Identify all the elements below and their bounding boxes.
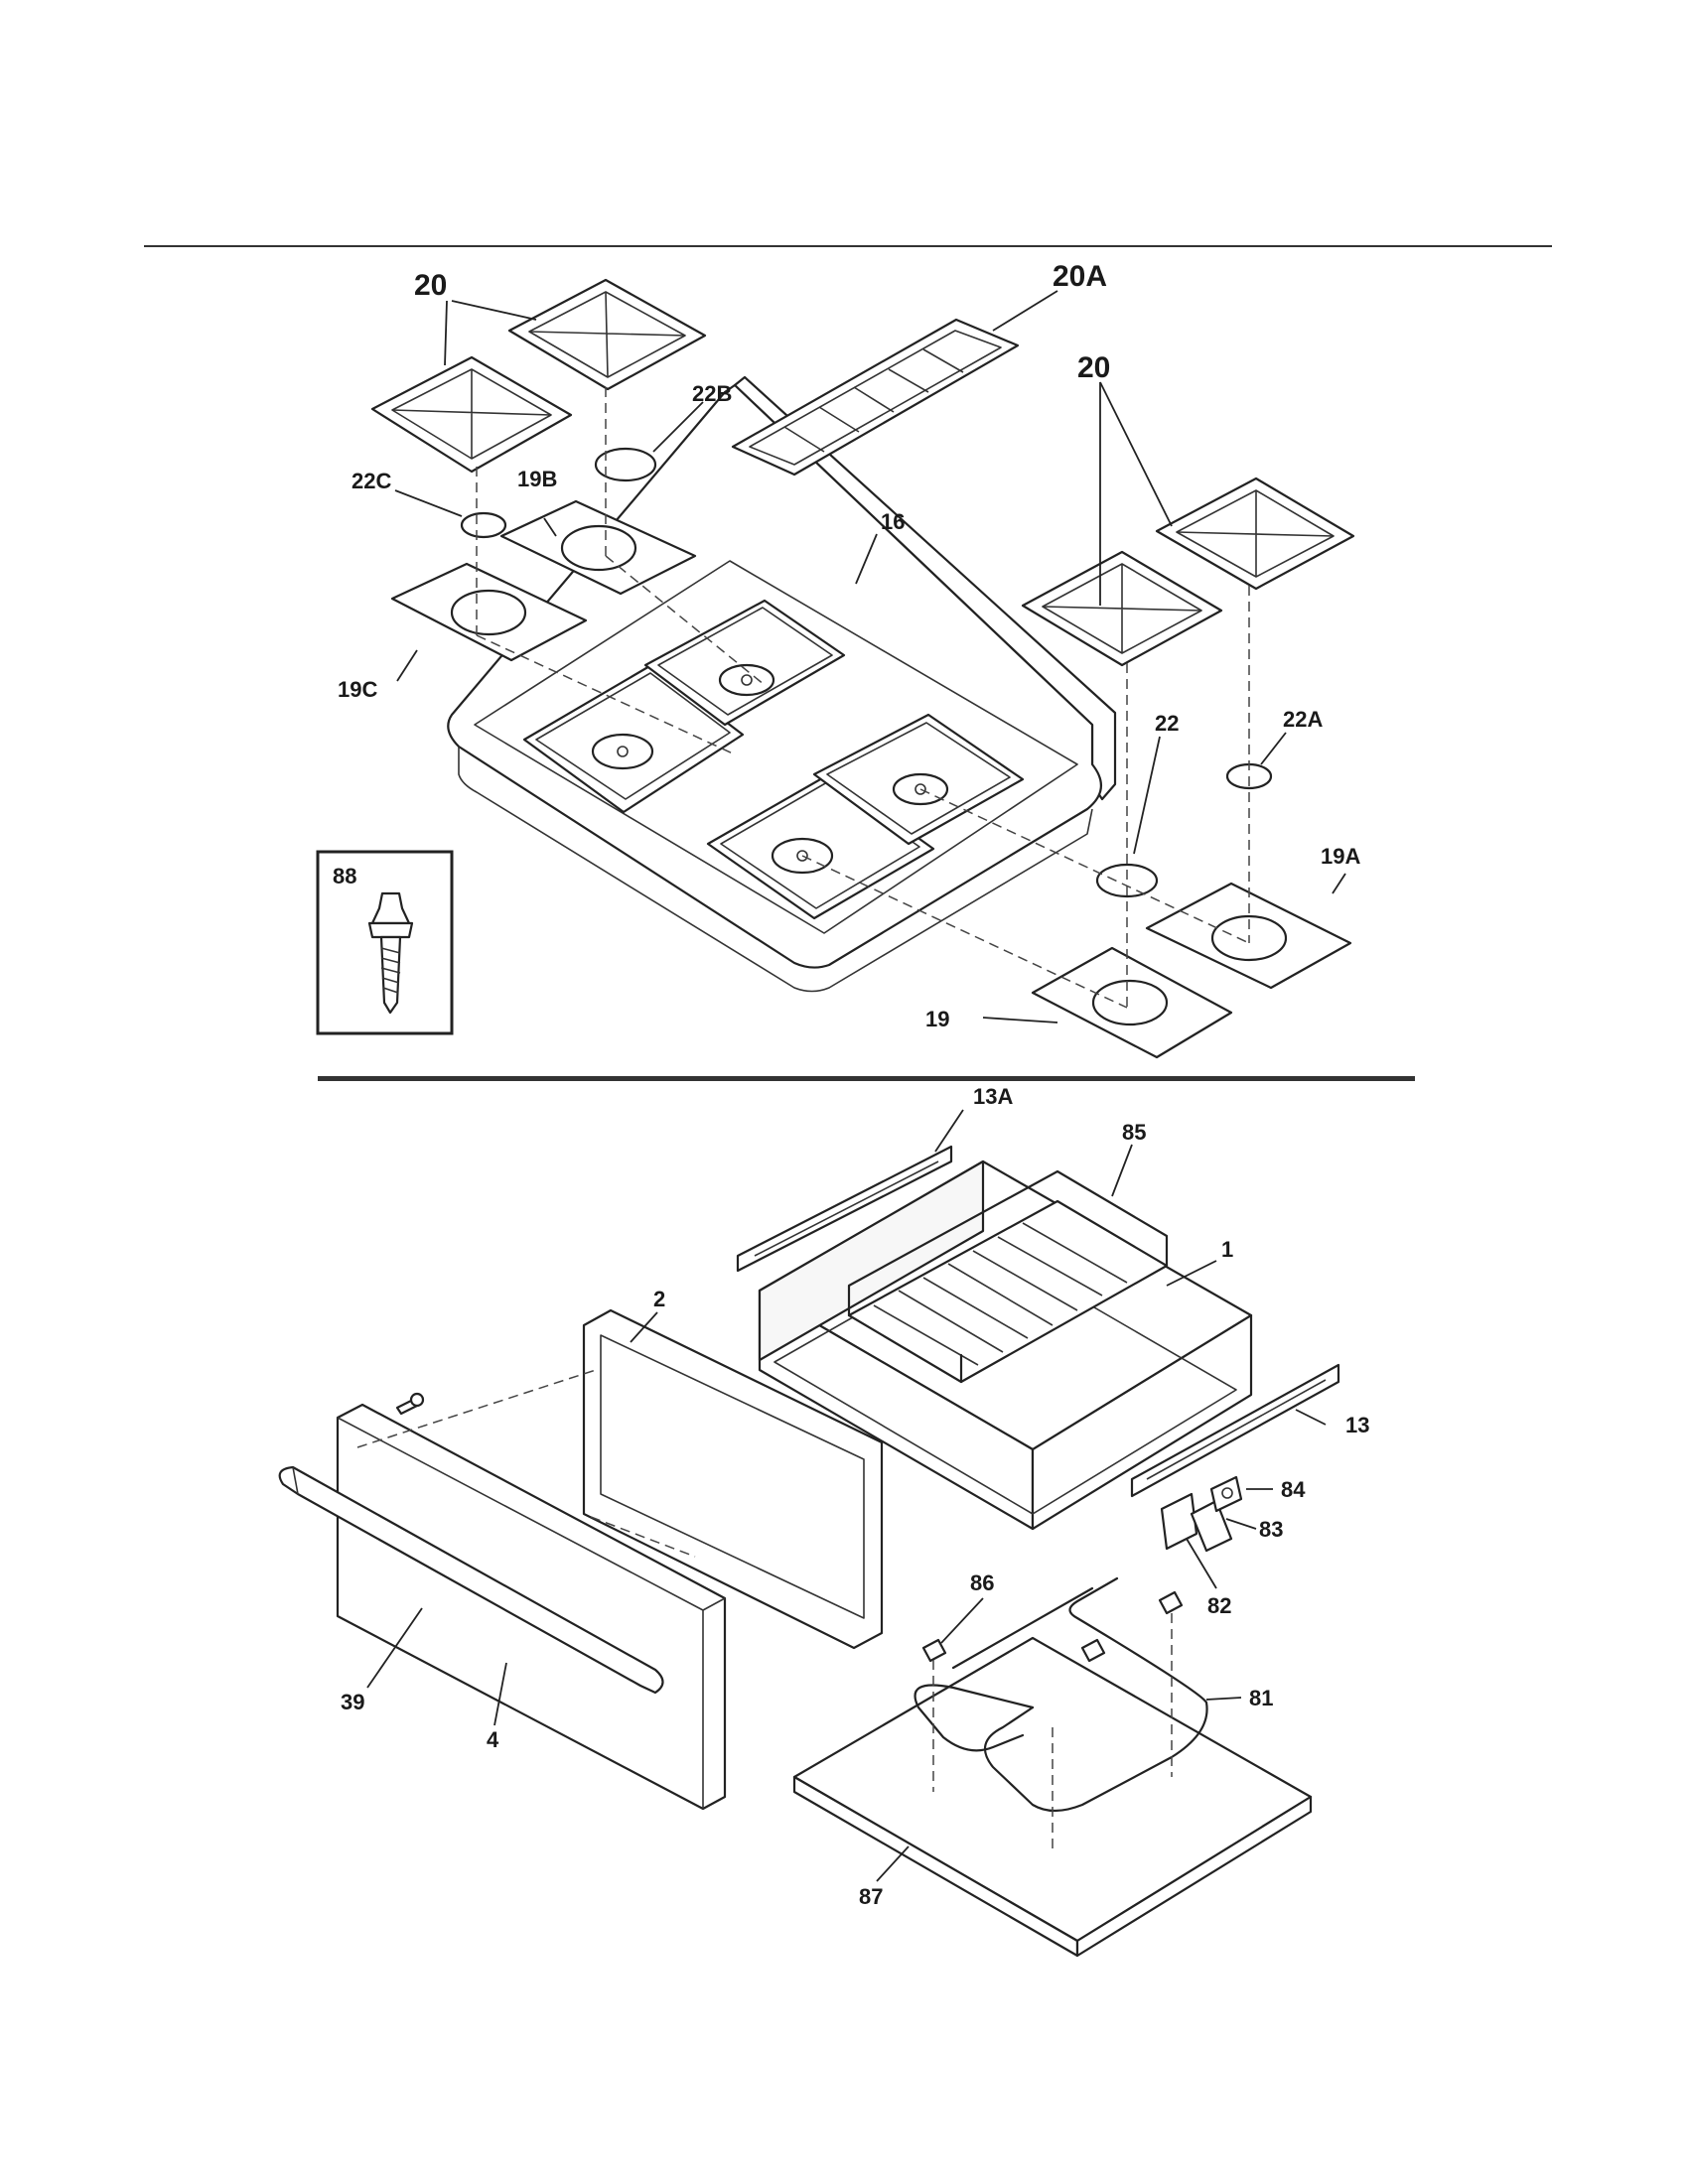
- callout-82: 82: [1207, 1593, 1231, 1618]
- center-grate-20a: [731, 318, 1020, 477]
- burner-pan-19: [1031, 946, 1233, 1059]
- callout-87: 87: [859, 1884, 883, 1909]
- callout-84: 84: [1281, 1477, 1306, 1502]
- inner-panel-2: [582, 1308, 884, 1650]
- drawer-rail-13: [1130, 1363, 1340, 1498]
- inset-box-88: [316, 850, 454, 1035]
- callout-86: 86: [970, 1570, 994, 1595]
- callout-22: 22: [1155, 711, 1179, 736]
- callout-2: 2: [653, 1287, 665, 1311]
- callout-83: 83: [1259, 1517, 1283, 1542]
- broiler-insert-85: [847, 1169, 1169, 1384]
- callout-22a: 22A: [1283, 707, 1323, 732]
- callout-88: 88: [333, 864, 356, 888]
- drawer-rail-13a: [736, 1145, 953, 1273]
- bracket-83: [1190, 1499, 1233, 1553]
- callout-39: 39: [341, 1690, 364, 1714]
- callout-85: 85: [1122, 1120, 1146, 1145]
- burner-cap-22: [1095, 863, 1159, 898]
- callout-20-right: 20: [1077, 351, 1110, 384]
- cooktop-16: [447, 375, 1117, 993]
- callout-16: 16: [881, 509, 905, 534]
- bracket-82: [1160, 1492, 1198, 1551]
- callout-19c: 19C: [338, 677, 377, 702]
- burner-cap-22c: [460, 511, 507, 539]
- screw: [395, 1392, 425, 1416]
- callout-22c: 22C: [352, 469, 391, 493]
- callout-22b: 22B: [692, 381, 732, 406]
- handle-39: [278, 1465, 664, 1695]
- grate-pair-right-20: [1021, 477, 1355, 667]
- section-divider: [318, 1076, 1415, 1081]
- clip-86: [921, 1590, 1184, 1663]
- burner-cap-22b: [594, 447, 657, 482]
- grate-pair-left-20: [370, 278, 707, 474]
- bake-element-81: [914, 1576, 1208, 1813]
- callout-20a: 20A: [1053, 260, 1107, 293]
- burner-pan-19b: [499, 499, 697, 596]
- callout-19a: 19A: [1321, 844, 1360, 869]
- callout-1: 1: [1221, 1237, 1233, 1262]
- callout-13a: 13A: [973, 1084, 1013, 1109]
- callout-20-top: 20: [414, 269, 447, 302]
- burner-pan-19c: [390, 562, 588, 662]
- callout-19: 19: [925, 1007, 949, 1031]
- receptacle-84: [1209, 1475, 1243, 1513]
- callout-81: 81: [1249, 1686, 1273, 1710]
- callout-19b: 19B: [517, 467, 557, 491]
- callout-13: 13: [1345, 1413, 1369, 1437]
- callout-4: 4: [487, 1727, 499, 1752]
